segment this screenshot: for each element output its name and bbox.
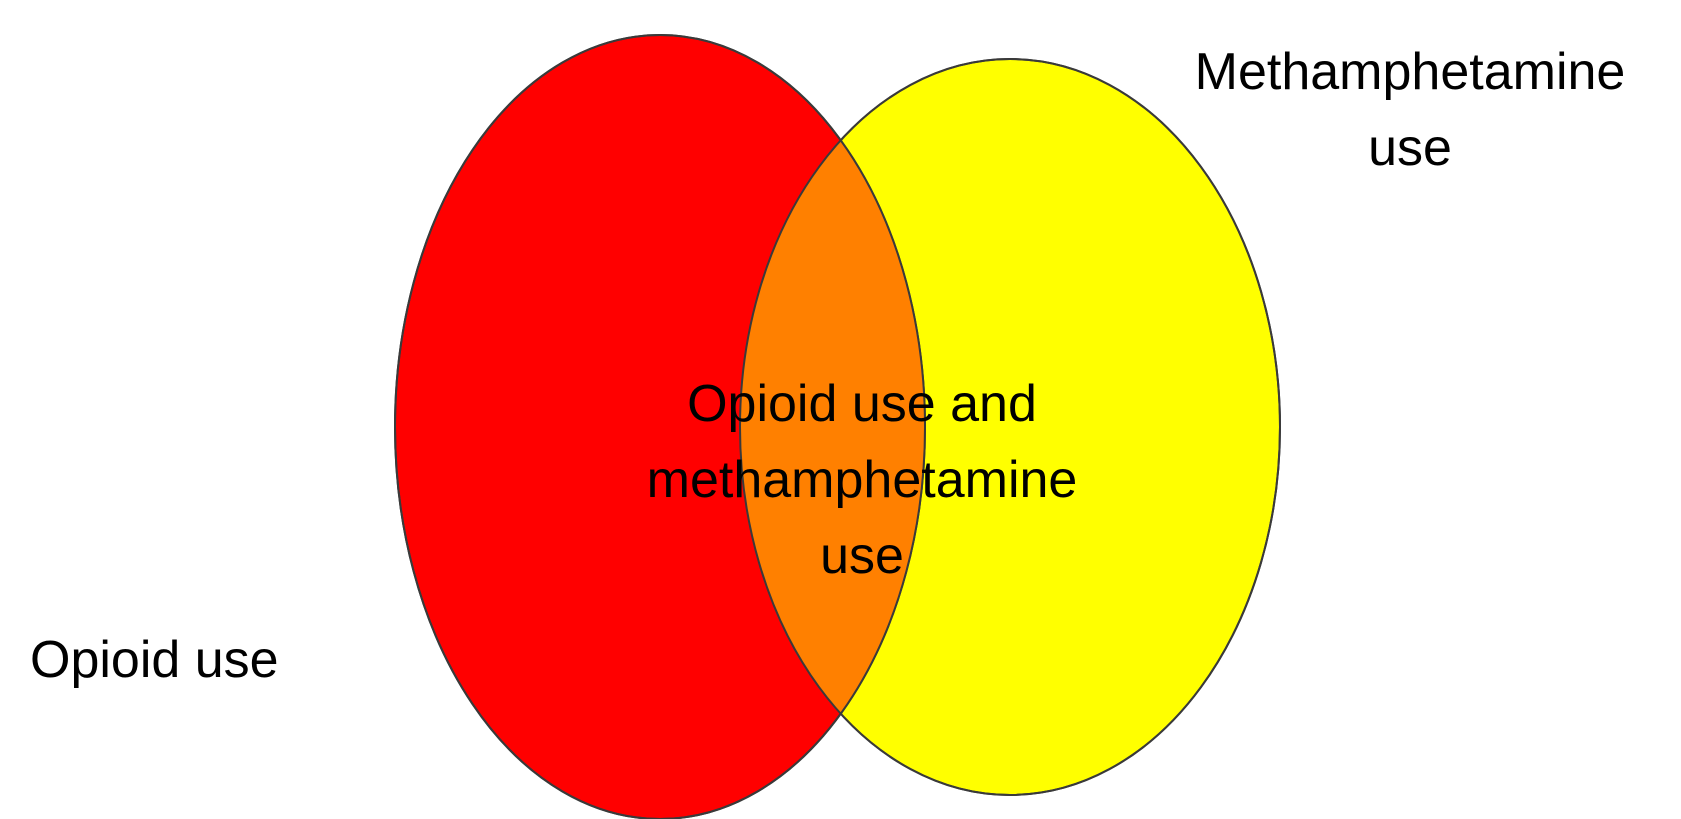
circle-outlines (394, 34, 1281, 819)
methamphetamine-label-line-1: Methamphetamine (1194, 43, 1626, 101)
opioid-label-text: Opioid use (30, 631, 279, 689)
methamphetamine-use-label: Methamphetamine use (1150, 34, 1670, 186)
intersection-region (740, 59, 925, 795)
intersection-label-line-3: use (820, 527, 904, 585)
intersection-label-line-2: methamphetamine (646, 451, 1078, 509)
opioid-use-label: Opioid use (30, 622, 350, 698)
intersection-label: Opioid use and methamphetamine use (592, 366, 1132, 594)
intersection-label-line-1: Opioid use and (687, 375, 1037, 433)
methamphetamine-label-line-2: use (1368, 119, 1452, 177)
